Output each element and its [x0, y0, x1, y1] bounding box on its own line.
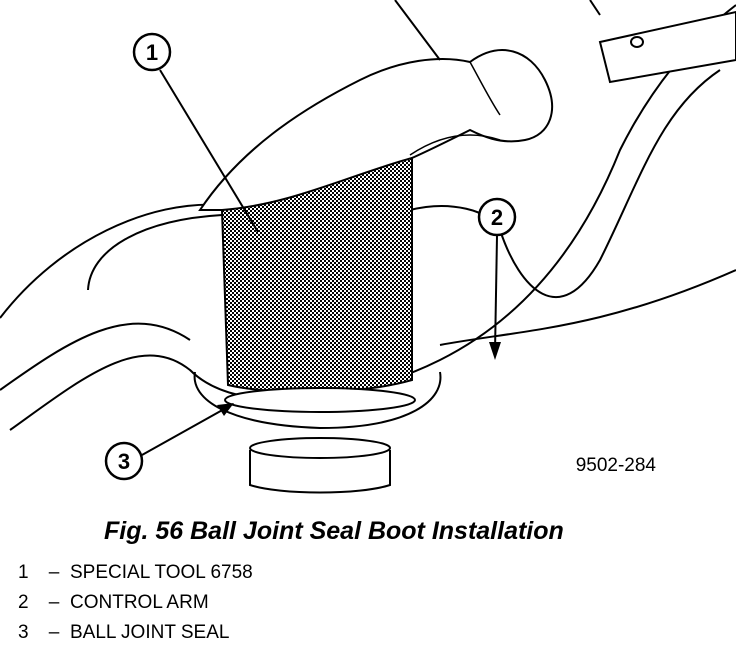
legend-item: 2–CONTROL ARM	[18, 590, 253, 620]
legend-item-dash: –	[48, 592, 60, 613]
figure-caption: Fig. 56 Ball Joint Seal Boot Installatio…	[104, 517, 564, 545]
callout-2-arrowhead	[489, 342, 501, 360]
callout-2-number: 2	[491, 205, 503, 230]
callout-3-leader	[141, 407, 227, 456]
boss-collar	[193, 371, 442, 430]
legend-item-label: CONTROL ARM	[70, 592, 209, 613]
legend-item-number: 1	[18, 562, 29, 583]
ball-joint-stud	[249, 450, 391, 494]
arm-sleeve	[394, 0, 601, 61]
ball-joint-stud-top	[249, 437, 391, 459]
callout-1-leader	[159, 69, 259, 233]
callout-3-circle	[104, 441, 144, 481]
legend-item-dash: –	[48, 562, 60, 583]
control-arm-lower-edge	[0, 269, 736, 391]
legend-item: 1–SPECIAL TOOL 6758	[18, 560, 253, 590]
legend-item-label: BALL JOINT SEAL	[70, 622, 230, 643]
mounting-hole	[630, 36, 644, 48]
callout-1-number: 1	[146, 40, 158, 65]
control-arm-outline	[0, 4, 736, 431]
callout-2-circle	[477, 197, 517, 237]
hand	[198, 49, 554, 211]
legend-item-number: 3	[18, 622, 29, 643]
legend-item: 3–BALL JOINT SEAL	[18, 620, 253, 650]
legend-item-number: 2	[18, 592, 29, 613]
mounting-tab	[598, 10, 736, 84]
callout-3-number: 3	[118, 449, 130, 474]
figure-number: 9502-284	[575, 455, 656, 476]
callout-2-leader	[494, 235, 498, 353]
ball-joint-illustration: 1 2 3	[0, 0, 736, 494]
seal-ring	[224, 387, 416, 413]
callout-legend: 1–SPECIAL TOOL 6758 2–CONTROL ARM 3–BALL…	[18, 560, 253, 650]
callout-1-circle	[132, 32, 172, 72]
legend-item-dash: –	[48, 622, 60, 643]
hand-knuckle-line	[409, 61, 501, 156]
callout-3-arrowhead	[217, 403, 234, 416]
legend-item-label: SPECIAL TOOL 6758	[70, 562, 253, 583]
